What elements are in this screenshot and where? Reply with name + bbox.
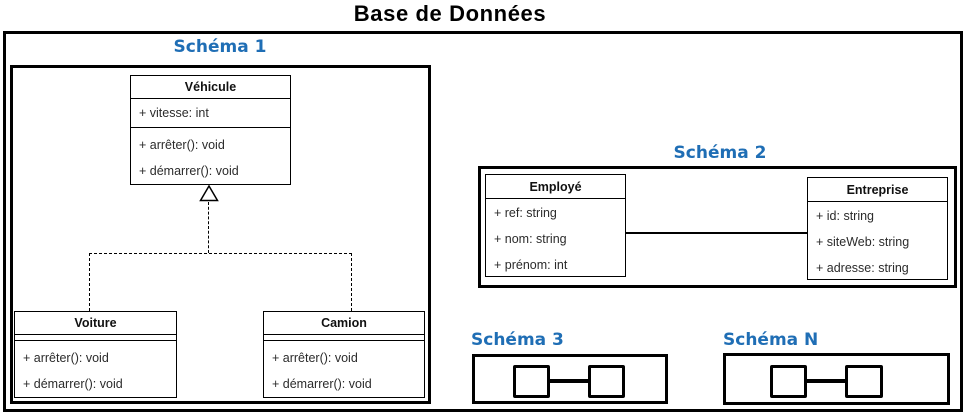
method-row: + arrêter(): void bbox=[139, 138, 225, 152]
schema3-entity-right bbox=[588, 365, 625, 398]
class-vehicule: Véhicule + vitesse: int + arrêter(): voi… bbox=[130, 75, 291, 185]
generalization-arrow-icon bbox=[199, 185, 219, 202]
methods-compartment: + arrêter(): void + démarrer(): void bbox=[264, 341, 424, 397]
method-row: + démarrer(): void bbox=[139, 164, 239, 178]
attribute-row: + vitesse: int bbox=[139, 106, 209, 120]
inheritance-line-to-voiture bbox=[89, 253, 90, 311]
schema3-link-line bbox=[548, 379, 590, 383]
class-title: Voiture bbox=[15, 312, 176, 335]
attributes-compartment: + ref: string + nom: string + prénom: in… bbox=[486, 199, 625, 276]
methods-compartment: + arrêter(): void + démarrer(): void bbox=[131, 128, 290, 184]
class-title: Véhicule bbox=[131, 76, 290, 99]
method-row: + arrêter(): void bbox=[272, 351, 358, 365]
schemaN-entity-right bbox=[845, 365, 883, 398]
class-employe: Employé + ref: string + nom: string + pr… bbox=[485, 174, 626, 277]
attributes-compartment-empty bbox=[264, 335, 424, 341]
class-voiture: Voiture + arrêter(): void + démarrer(): … bbox=[14, 311, 177, 398]
method-row: + démarrer(): void bbox=[23, 377, 123, 391]
attributes-compartment-empty bbox=[15, 335, 176, 341]
attributes-compartment: + id: string + siteWeb: string + adresse… bbox=[808, 202, 947, 279]
class-title: Entreprise bbox=[808, 178, 947, 202]
method-row: + arrêter(): void bbox=[23, 351, 109, 365]
class-title: Camion bbox=[264, 312, 424, 335]
association-line bbox=[626, 232, 807, 234]
schema3-entity-left bbox=[513, 365, 550, 398]
inheritance-line-branch bbox=[89, 253, 352, 254]
attribute-row: + ref: string bbox=[494, 206, 557, 220]
schema3-label: Schéma 3 bbox=[471, 330, 564, 350]
schema1-label: Schéma 1 bbox=[173, 37, 267, 57]
schemaN-entity-left bbox=[770, 365, 807, 398]
inheritance-line-trunk bbox=[208, 202, 209, 253]
page-title: Base de Données bbox=[353, 1, 547, 26]
attribute-row: + adresse: string bbox=[816, 261, 909, 275]
attributes-compartment: + vitesse: int bbox=[131, 99, 290, 128]
inheritance-line-to-camion bbox=[351, 253, 352, 311]
method-row: + démarrer(): void bbox=[272, 377, 372, 391]
schemaN-label: Schéma N bbox=[723, 330, 819, 350]
schema2-label: Schéma 2 bbox=[673, 143, 767, 163]
methods-compartment: + arrêter(): void + démarrer(): void bbox=[15, 341, 176, 397]
attribute-row: + siteWeb: string bbox=[816, 235, 910, 249]
class-entreprise: Entreprise + id: string + siteWeb: strin… bbox=[807, 177, 948, 280]
class-title: Employé bbox=[486, 175, 625, 199]
schemaN-link-line bbox=[805, 379, 847, 383]
attribute-row: + nom: string bbox=[494, 232, 567, 246]
attribute-row: + prénom: int bbox=[494, 258, 568, 272]
class-camion: Camion + arrêter(): void + démarrer(): v… bbox=[263, 311, 425, 398]
attribute-row: + id: string bbox=[816, 209, 875, 223]
